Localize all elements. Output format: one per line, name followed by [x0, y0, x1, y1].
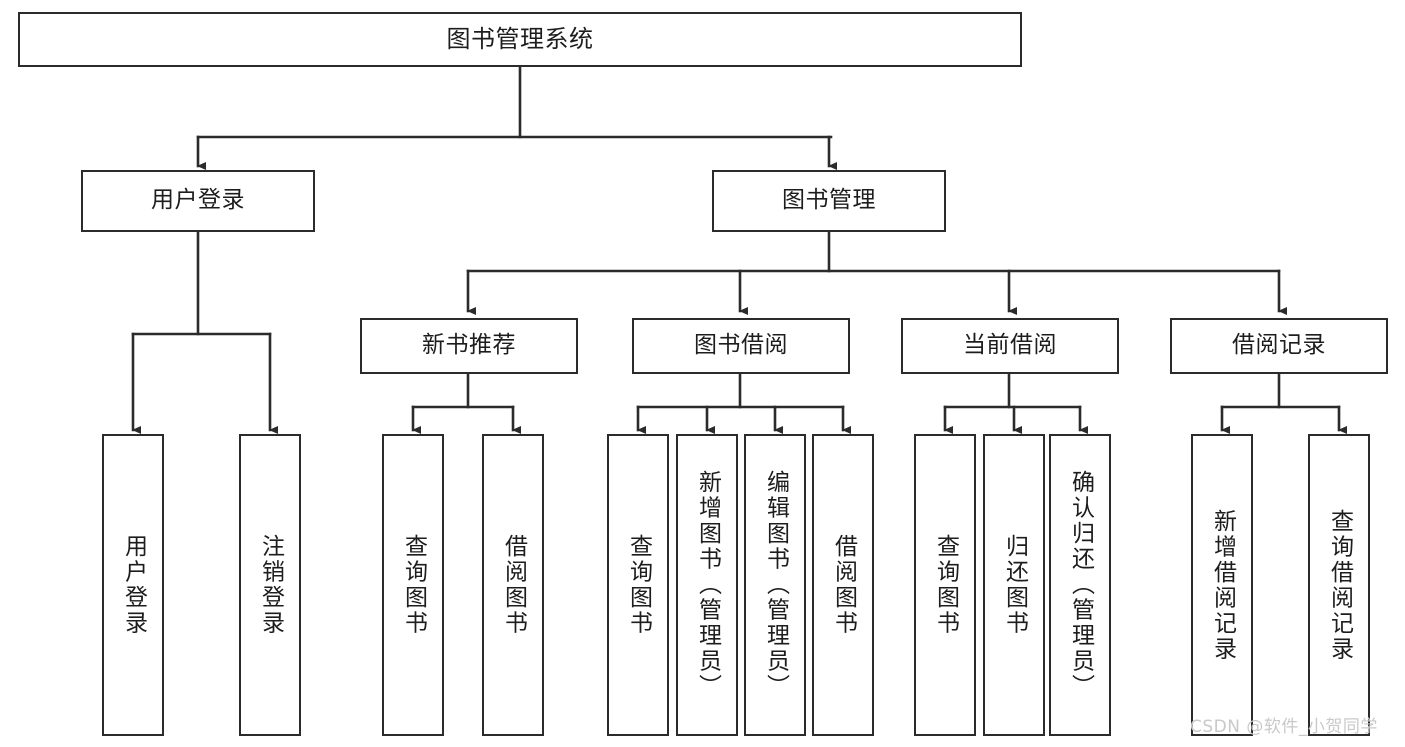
- node-leaf-query-record[interactable]: 查询借阅记录: [1308, 434, 1370, 736]
- node-label: 借阅图书: [500, 534, 527, 636]
- node-label: 借阅图书: [830, 534, 857, 636]
- node-leaf-add-book[interactable]: 新增图书（管理员）: [676, 434, 738, 736]
- node-leaf-return-book[interactable]: 归还图书: [983, 434, 1045, 736]
- node-label: 注销登录: [257, 534, 284, 636]
- node-leaf-borrow-book-2[interactable]: 借阅图书: [812, 434, 874, 736]
- node-label: 新书推荐: [422, 332, 516, 359]
- node-label: 归还图书: [1001, 534, 1028, 636]
- node-label: 查询图书: [932, 534, 959, 636]
- node-label: 查询图书: [625, 534, 652, 636]
- node-leaf-logout[interactable]: 注销登录: [239, 434, 301, 736]
- node-label: 新增借阅记录: [1209, 508, 1236, 662]
- node-label: 图书借阅: [694, 332, 788, 359]
- node-label: 用户登录: [120, 534, 147, 636]
- node-borrow-record[interactable]: 借阅记录: [1170, 318, 1388, 374]
- node-label: 查询图书: [400, 534, 427, 636]
- node-leaf-add-record[interactable]: 新增借阅记录: [1191, 434, 1253, 736]
- node-user-login[interactable]: 用户登录: [81, 170, 315, 232]
- node-label: 当前借阅: [963, 332, 1057, 359]
- node-label: 查询借阅记录: [1326, 508, 1353, 662]
- node-book-borrow[interactable]: 图书借阅: [632, 318, 850, 374]
- node-leaf-edit-book[interactable]: 编辑图书（管理员）: [744, 434, 806, 736]
- node-leaf-query-book-3[interactable]: 查询图书: [914, 434, 976, 736]
- node-label: 图书管理: [782, 187, 876, 214]
- node-leaf-query-book-1[interactable]: 查询图书: [382, 434, 444, 736]
- node-current-borrow[interactable]: 当前借阅: [901, 318, 1119, 374]
- csdn-watermark: CSDN @软件_小贺同学: [1190, 717, 1378, 737]
- node-label: 编辑图书（管理员）: [762, 470, 789, 700]
- node-leaf-user-login[interactable]: 用户登录: [102, 434, 164, 736]
- node-new-book-recommend[interactable]: 新书推荐: [360, 318, 578, 374]
- node-leaf-query-book-2[interactable]: 查询图书: [607, 434, 669, 736]
- node-book-management[interactable]: 图书管理: [712, 170, 946, 232]
- node-label: 借阅记录: [1232, 332, 1326, 359]
- node-label: 图书管理系统: [446, 25, 594, 54]
- node-label: 确认归还（管理员）: [1067, 470, 1094, 700]
- node-leaf-confirm-return[interactable]: 确认归还（管理员）: [1049, 434, 1111, 736]
- node-leaf-borrow-book-1[interactable]: 借阅图书: [482, 434, 544, 736]
- node-label: 用户登录: [151, 187, 245, 214]
- node-label: 新增图书（管理员）: [694, 470, 721, 700]
- node-root-book-management-system[interactable]: 图书管理系统: [18, 12, 1022, 67]
